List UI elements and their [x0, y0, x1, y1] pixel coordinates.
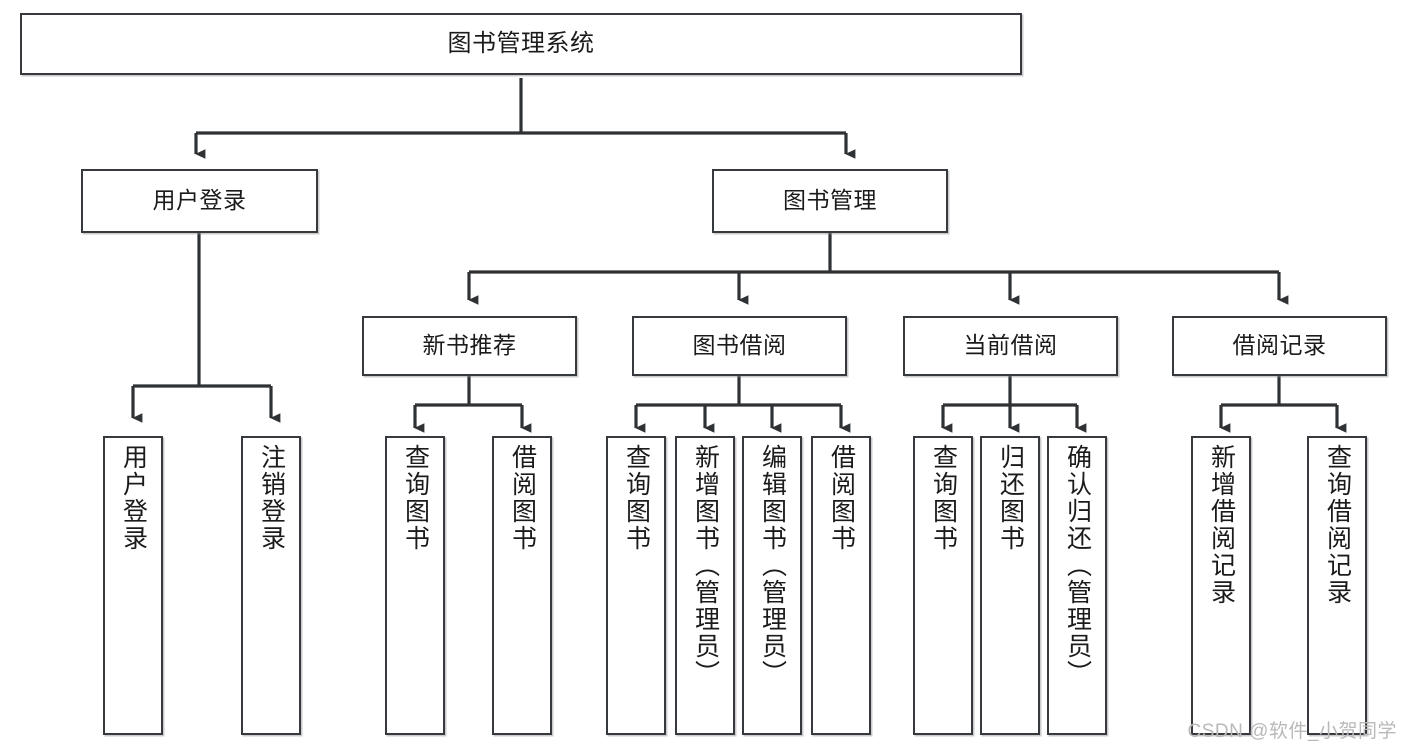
node-leaf-logout[interactable]: 注销登录: [241, 436, 301, 735]
node-leaf-query-book-1[interactable]: 查询图书: [385, 436, 445, 735]
node-current-borrow[interactable]: 当前借阅: [903, 316, 1118, 376]
node-leaf-query-record-label: 查询借阅记录: [1323, 444, 1352, 606]
node-leaf-confirm-return-label: 确认归还（管理员）: [1063, 444, 1092, 687]
node-leaf-edit-book[interactable]: 编辑图书（管理员）: [742, 436, 802, 735]
node-borrow-record[interactable]: 借阅记录: [1172, 316, 1387, 376]
node-root-label: 图书管理系统: [447, 29, 595, 57]
node-leaf-edit-book-label: 编辑图书（管理员）: [758, 444, 787, 687]
node-leaf-return-book-label: 归还图书: [996, 444, 1025, 552]
node-book-borrow-label: 图书借阅: [692, 332, 787, 359]
watermark-text: CSDN @软件_小贺同学: [1187, 721, 1397, 742]
node-book-manage[interactable]: 图书管理: [712, 169, 948, 233]
node-leaf-borrow-book-2[interactable]: 借阅图书: [811, 436, 871, 735]
node-book-borrow[interactable]: 图书借阅: [632, 316, 847, 376]
node-leaf-return-book[interactable]: 归还图书: [980, 436, 1040, 735]
node-user-login-label: 用户登录: [152, 187, 247, 214]
node-leaf-add-book[interactable]: 新增图书（管理员）: [675, 436, 735, 735]
node-root[interactable]: 图书管理系统: [20, 13, 1022, 75]
node-leaf-add-book-label: 新增图书（管理员）: [691, 444, 720, 687]
node-leaf-logout-label: 注销登录: [257, 444, 286, 552]
node-current-borrow-label: 当前借阅: [963, 332, 1058, 359]
node-leaf-query-record[interactable]: 查询借阅记录: [1307, 436, 1367, 735]
node-leaf-borrow-book-1-label: 借阅图书: [508, 444, 537, 552]
node-leaf-add-record-label: 新增借阅记录: [1207, 444, 1236, 606]
node-new-book-rec-label: 新书推荐: [422, 332, 517, 359]
node-borrow-record-label: 借阅记录: [1232, 332, 1327, 359]
node-leaf-query-book-2-label: 查询图书: [622, 444, 651, 552]
node-user-login[interactable]: 用户登录: [81, 169, 318, 233]
node-leaf-add-record[interactable]: 新增借阅记录: [1191, 436, 1251, 735]
node-new-book-rec[interactable]: 新书推荐: [362, 316, 577, 376]
node-leaf-user-login[interactable]: 用户登录: [103, 436, 163, 735]
node-leaf-borrow-book-2-label: 借阅图书: [827, 444, 856, 552]
node-leaf-query-book-3[interactable]: 查询图书: [913, 436, 973, 735]
node-leaf-query-book-3-label: 查询图书: [929, 444, 958, 552]
node-leaf-borrow-book-1[interactable]: 借阅图书: [492, 436, 552, 735]
node-leaf-query-book-2[interactable]: 查询图书: [606, 436, 666, 735]
node-book-manage-label: 图书管理: [783, 187, 877, 214]
node-leaf-query-book-1-label: 查询图书: [401, 444, 430, 552]
node-leaf-confirm-return[interactable]: 确认归还（管理员）: [1047, 436, 1107, 735]
node-leaf-user-login-label: 用户登录: [119, 444, 148, 552]
